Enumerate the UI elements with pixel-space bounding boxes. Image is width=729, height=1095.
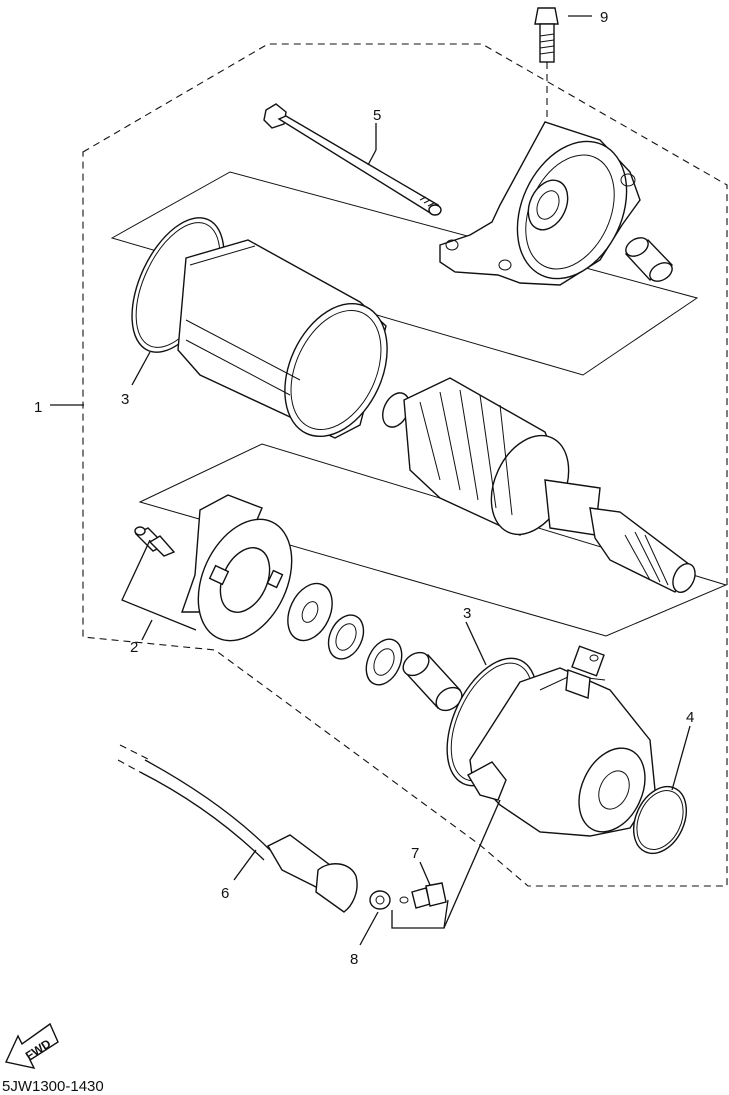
fwd-arrow-icon: FWD: [4, 1022, 59, 1069]
terminal-bolt-part-7: [399, 882, 447, 909]
callout-1: 1: [34, 399, 42, 416]
bushing: [624, 237, 674, 282]
yoke-housing: [177, 239, 388, 439]
assembly-boundary: [82, 43, 728, 887]
callout-9: 9: [600, 9, 608, 26]
o-ring-part-4: [632, 785, 688, 855]
callout-7: 7: [411, 845, 419, 862]
callout-3-lower: 3: [463, 605, 471, 622]
callout-6: 6: [221, 885, 229, 902]
callout-8: 8: [350, 951, 358, 968]
callout-2: 2: [130, 639, 138, 656]
armature: [382, 377, 696, 593]
front-cover: [467, 645, 656, 837]
lead-wire-part-6: [117, 744, 358, 913]
needle-bearing: [402, 651, 463, 712]
lower-plate-outline: [138, 443, 728, 637]
brush-holder-part-2: [134, 494, 293, 642]
callout-4: 4: [686, 709, 694, 726]
nut-part-8: [369, 890, 391, 910]
diagram-code: 5JW1300-1430: [2, 1078, 104, 1095]
rear-cover: [439, 121, 641, 286]
callout-5: 5: [373, 107, 381, 124]
washer-large: [287, 582, 333, 642]
callout-3-upper: 3: [121, 391, 129, 408]
leader-lines: [50, 15, 691, 946]
through-bolt-part-5: [263, 103, 442, 216]
upper-plate-outline: [110, 171, 699, 376]
ball-bearing: [365, 638, 403, 686]
